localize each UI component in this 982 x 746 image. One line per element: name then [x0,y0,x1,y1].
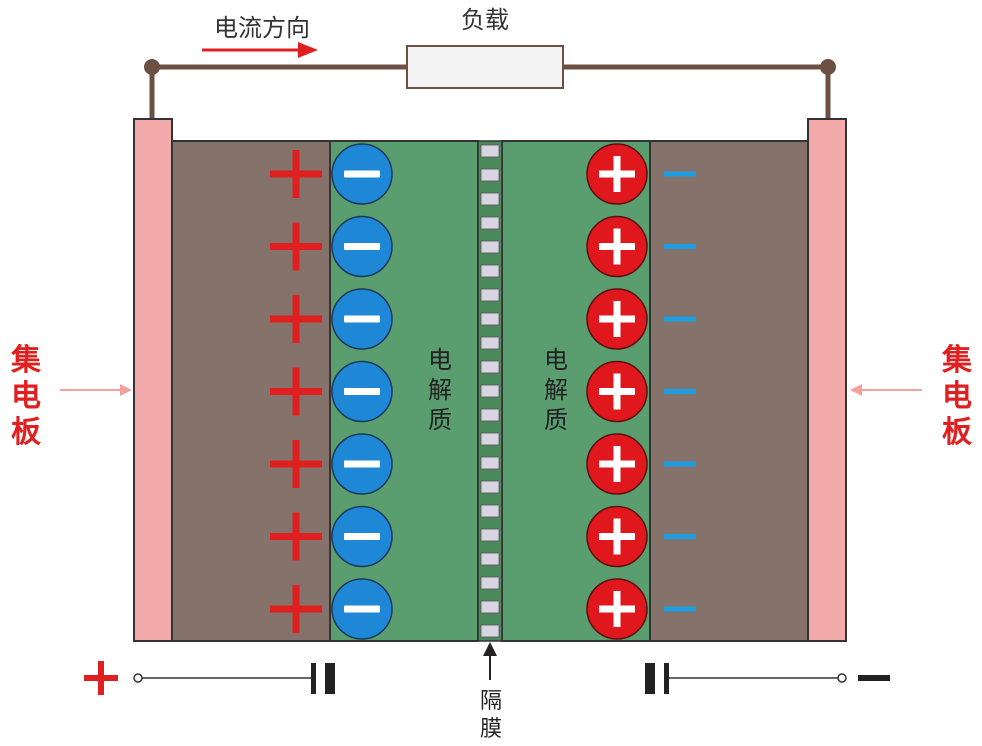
electrolyte-left-char: 解 [428,376,452,404]
cation-icon [586,360,648,423]
capacitor-symbol-icon [311,663,335,694]
separator-cell [480,360,500,374]
plus-charge [270,585,322,633]
cation-icon [586,143,648,205]
separator-cell [480,216,500,230]
plus-charge [270,150,322,198]
separator-cell [480,456,500,470]
electrolyte-right-char: 质 [544,406,568,434]
separator-cell [480,552,500,566]
plus-charge [270,367,322,416]
separator-cell [480,264,500,278]
terminal-node-left [133,673,143,683]
collector-left-char: 电 [11,379,41,414]
minus-charge [664,316,696,322]
plus-charge [270,295,322,343]
anion-icon [331,360,393,423]
anion-icon [331,288,393,350]
separator-cell [480,240,500,254]
separator-char: 隔 [480,689,502,714]
capacitor-symbol-icon [645,663,669,694]
separator-cell [480,336,500,350]
cation-icon [586,505,648,568]
electrolyte-right-char: 解 [544,376,568,404]
minus-charge [664,461,696,467]
electrolyte-right-char: 电 [544,346,568,374]
collector-left-char: 板 [11,415,41,450]
arrow-right-icon [60,384,132,396]
plus-charge [270,222,322,271]
plus-charge [270,440,322,488]
arrow-right-icon [202,42,318,58]
cation-icon [586,578,648,640]
separator-cell [480,576,500,590]
current-direction-label: 电流方向 [214,14,310,42]
electrolyte-left-char: 电 [428,346,452,374]
separator-cell [480,528,500,542]
separator-cell [480,432,500,446]
separator-cell [480,168,500,182]
minus-charge [664,389,696,394]
cation-icon [586,433,648,495]
arrow-up-icon [483,642,497,680]
terminal-node-right [837,673,847,683]
arrow-left-icon [850,384,922,396]
separator-char: 膜 [480,717,502,742]
load-resistor [406,45,564,89]
plus-charge [270,512,322,561]
ion-rows [270,143,696,640]
anion-icon [331,578,393,640]
minus-charge [664,606,696,612]
electrolyte-left-char: 质 [428,406,452,434]
electrolyte-left-label: 电 解 质 [428,346,452,434]
separator-label: 隔 膜 [480,689,502,742]
separator-cell [480,384,500,398]
collector-left-char: 集 [10,343,42,378]
minus-charge [664,171,696,177]
collector-right-char: 电 [942,379,972,414]
anion-icon [331,433,393,495]
collector-plate-right [807,118,847,642]
anion-icon [331,143,393,205]
collector-left-label: 集 电 板 [10,343,42,450]
separator-cell [480,408,500,422]
terminal-positive [84,661,118,695]
separator-cell [480,312,500,326]
separator-cell [480,504,500,518]
separator-membrane [477,140,503,642]
separator-cell [480,144,500,158]
collector-right-char: 板 [942,415,972,450]
separator-cell [480,480,500,494]
anion-icon [331,505,393,568]
separator-cell [480,192,500,206]
separator-cell [480,288,500,302]
separator-cell [480,600,500,614]
electrolyte-right-label: 电 解 质 [544,346,568,434]
anion-icon [331,215,393,278]
minus-charge [664,244,696,249]
minus-charge [664,534,696,539]
cation-icon [586,288,648,350]
cation-icon [586,215,648,278]
collector-right-label: 集 电 板 [941,343,973,450]
collector-plate-left [133,118,173,642]
load-label: 负载 [461,6,509,34]
collector-right-char: 集 [941,343,973,378]
separator-cell [480,624,500,638]
